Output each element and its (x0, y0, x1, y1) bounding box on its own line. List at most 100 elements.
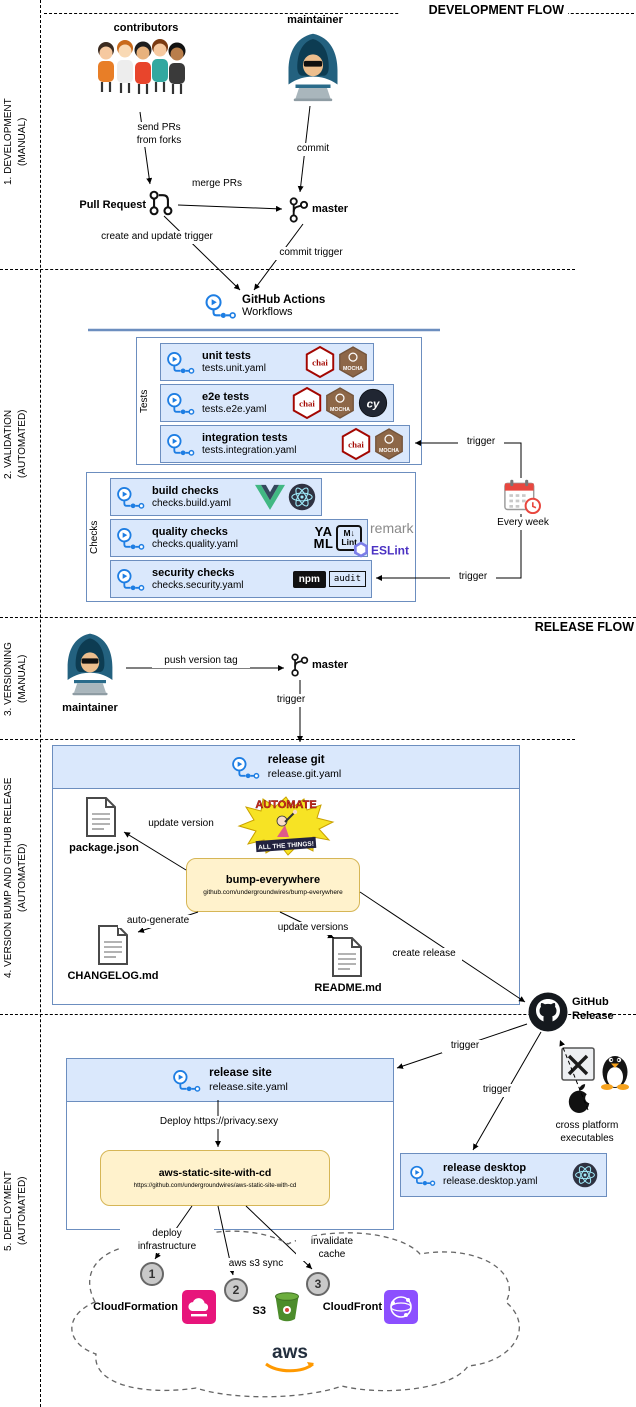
pull-request-label: Pull Request (79, 199, 146, 211)
workflow-title: build checks (152, 484, 219, 497)
markdownlint-logo: M↓ Lint (336, 525, 362, 551)
master-branch-icon (288, 652, 310, 678)
github-actions-icon (231, 755, 261, 780)
github-release-icon (528, 992, 568, 1032)
pull-request-icon (148, 188, 174, 218)
label-deploy-infrastructure: deploy infrastructure (120, 1228, 214, 1253)
workflow-unit-tests: unit tests tests.unit.yaml (160, 343, 374, 381)
label-auto-generate: auto-generate (118, 915, 198, 928)
aws-static-site-with-cd-node: aws-static-site-with-cd https://github.c… (100, 1150, 330, 1206)
workflow-file: checks.build.yaml (152, 497, 231, 509)
aws-static-site-title: aws-static-site-with-cd (158, 1167, 272, 1179)
contributors-label: contributors (113, 22, 179, 34)
cloudformation-icon (182, 1290, 216, 1324)
github-actions-icon (166, 432, 196, 457)
github-actions-icon (116, 567, 146, 592)
github-actions-icon (116, 485, 146, 510)
label-trigger-desktop: trigger (474, 1084, 520, 1097)
package-json-label: package.json (69, 842, 139, 854)
changelog-label: CHANGELOG.md (67, 970, 159, 982)
tests-group-label: Tests (139, 389, 150, 413)
master-branch-icon (286, 196, 310, 224)
bump-everywhere-url: github.com/undergroundwires/bump-everywh… (203, 889, 343, 896)
github-actions-icon (172, 1068, 202, 1093)
left-dashed-line (40, 0, 41, 1407)
github-actions-header: GitHub Actions Workflows (242, 294, 325, 318)
aws-logo (258, 1340, 322, 1380)
package-json-icon (84, 796, 118, 838)
master-label: master (312, 203, 349, 215)
electron-icon (288, 483, 316, 511)
workflow-quality-checks: quality checks checks.quality.yaml YA ML… (110, 519, 368, 557)
windows-executable-icon (560, 1046, 596, 1082)
eslint-label: ESLint (371, 544, 409, 558)
release-git-file: release.git.yaml (267, 767, 342, 780)
section-label-deployment: 5. DEPLOYMENT (AUTOMATED) (3, 1170, 28, 1252)
vue-icon (255, 484, 285, 510)
label-create-update-trigger: create and update trigger (92, 231, 222, 244)
workflow-file: checks.quality.yaml (152, 538, 238, 550)
bump-everywhere-title: bump-everywhere (225, 874, 321, 886)
release-git-header: release git release.git.yaml (53, 746, 519, 789)
checks-group-label: Checks (89, 520, 100, 554)
changelog-icon (96, 924, 130, 966)
step-3-badge: 3 (306, 1272, 330, 1296)
section-label-validation: 2. VALIDATION (AUTOMATED) (3, 409, 28, 479)
release-flow-title: RELEASE FLOW (470, 620, 636, 634)
label-every-week: Every week (492, 517, 554, 530)
eslint-logo: ESLint (354, 541, 409, 558)
label-aws-s3-sync: aws s3 sync (220, 1258, 292, 1271)
workflow-build-checks: build checks checks.build.yaml (110, 478, 322, 516)
npm-logo: npm (292, 570, 326, 588)
chai-icon (305, 345, 335, 379)
s3-icon (270, 1290, 304, 1324)
chai-icon (341, 427, 371, 461)
automate-all-the-things-meme (236, 792, 336, 858)
release-git-title: release git (267, 753, 325, 766)
workflow-file: tests.integration.yaml (202, 444, 297, 456)
release-site-file: release.site.yaml (209, 1080, 288, 1093)
bump-everywhere-node: bump-everywhere github.com/undergroundwi… (186, 858, 360, 912)
electron-icon (572, 1162, 598, 1188)
step-2-badge: 2 (224, 1278, 248, 1302)
workflow-title: security checks (152, 566, 235, 579)
release-site-header: release site release.site.yaml (67, 1059, 393, 1102)
calendar-icon (503, 478, 541, 514)
release-desktop-box: release desktop release.desktop.yaml (400, 1153, 607, 1197)
cloudformation-label: CloudFormation (93, 1301, 178, 1313)
remark-logo: remark (370, 520, 414, 536)
release-desktop-file: release.desktop.yaml (443, 1175, 538, 1187)
label-commit: commit (288, 143, 338, 156)
cypress-icon (358, 388, 388, 418)
workflow-file: tests.e2e.yaml (202, 403, 267, 415)
master-label: master (312, 659, 349, 671)
maintainer-icon (278, 30, 348, 104)
label-trigger-integration: trigger (458, 436, 504, 449)
section-label-development: 1. DEVELOPMENT (MANUAL) (3, 98, 28, 186)
maintainer-icon (58, 630, 122, 698)
section-label-version-bump: 4. VERSION BUMP AND GITHUB RELEASE (AUTO… (3, 777, 28, 978)
maintainer-label: maintainer (287, 14, 343, 26)
cloudfront-label: CloudFront (322, 1301, 382, 1313)
workflow-integration-tests: integration tests tests.integration.yaml (160, 425, 410, 463)
mocha-icon (374, 427, 404, 461)
github-actions-icon (204, 292, 238, 320)
github-actions-subtitle: Workflows (242, 306, 293, 318)
github-actions-icon (116, 526, 146, 551)
release-site-title: release site (209, 1066, 272, 1079)
github-actions-title: GitHub Actions (242, 294, 326, 306)
label-trigger-version: trigger (268, 694, 314, 707)
label-invalidate-cache: invalidate cache (296, 1236, 368, 1261)
divider-development-validation (0, 269, 575, 270)
workflow-title: quality checks (152, 525, 228, 538)
npm-audit-label: audit (328, 571, 366, 587)
step-1-badge: 1 (140, 1262, 164, 1286)
label-trigger-security: trigger (450, 571, 496, 584)
mocha-icon (338, 345, 368, 379)
github-actions-icon (166, 350, 196, 375)
chai-icon (292, 386, 322, 420)
label-create-release: create release (386, 948, 462, 961)
label-update-versions: update versions (268, 922, 358, 935)
contributors-icon (96, 36, 188, 110)
